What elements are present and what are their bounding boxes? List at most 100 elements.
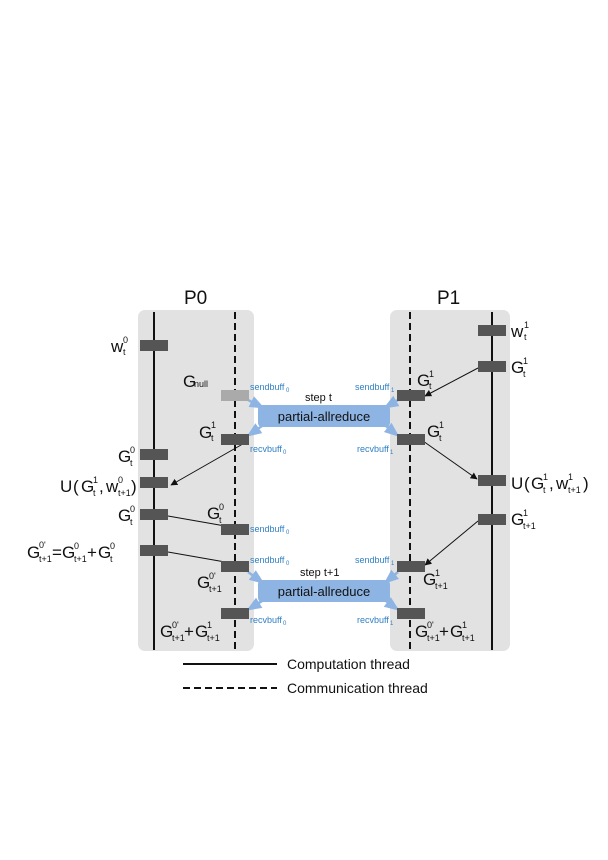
p0-block-gt0	[140, 449, 168, 460]
svg-text:1: 1	[523, 356, 528, 366]
svg-text:1: 1	[207, 620, 212, 630]
svg-text:t: t	[429, 381, 432, 391]
send-arrow-p1-t	[383, 395, 400, 409]
buffer-label-p0-send-gt0: sendbuff 0	[250, 524, 290, 536]
svg-text:t: t	[130, 517, 133, 527]
p0-comm-block-recv-t1	[221, 608, 249, 619]
svg-text:sendbuff: sendbuff	[250, 555, 285, 565]
svg-text:t+1: t+1	[74, 554, 87, 564]
legend-computation-label: Computation thread	[287, 656, 410, 672]
svg-text:U: U	[60, 477, 72, 496]
svg-text:1: 1	[439, 420, 444, 430]
svg-text:G: G	[511, 510, 524, 529]
svg-text:w: w	[105, 477, 119, 496]
svg-text:1: 1	[435, 568, 440, 578]
svg-text:recvbuff: recvbuff	[250, 615, 282, 625]
svg-text:sendbuff: sendbuff	[250, 524, 285, 534]
label-p0-recv-gt1: G 1 t	[199, 420, 216, 443]
svg-text:G: G	[118, 447, 131, 466]
svg-text:0: 0	[219, 502, 224, 512]
p0-comm-block-null	[221, 390, 249, 401]
p1-comm-block-recv-t	[397, 434, 425, 445]
send-arrow-p1-t1	[383, 569, 400, 584]
p0-comm-block-recv-t	[221, 434, 249, 445]
svg-text:G: G	[160, 622, 173, 641]
p0-block-w	[140, 340, 168, 351]
recv-arrow-p1-t1	[383, 597, 400, 611]
svg-text:G: G	[423, 570, 436, 589]
allreduce-box-step-t1	[258, 580, 390, 602]
label-p1-update: U ( G 1 t , w 1 t+1 )	[511, 472, 589, 495]
svg-text:G: G	[531, 474, 544, 493]
svg-text:G: G	[118, 506, 131, 525]
send-arrow-p0-t1	[247, 570, 265, 584]
svg-text:0: 0	[74, 541, 79, 551]
svg-text:G: G	[183, 372, 196, 391]
arrow-p0-g1-to-update	[170, 440, 249, 486]
p1-block-gt11	[478, 514, 506, 525]
arrow-p1-gt1-to-comm	[424, 367, 479, 397]
svg-text:+: +	[87, 543, 97, 562]
svg-text:G: G	[98, 543, 111, 562]
svg-text:sendbuff: sendbuff	[355, 382, 390, 392]
svg-text:0': 0'	[427, 620, 434, 630]
p1-block-gt1	[478, 361, 506, 372]
svg-text:sendbuff: sendbuff	[355, 555, 390, 565]
svg-text:1: 1	[391, 388, 395, 394]
svg-text:w: w	[110, 337, 124, 356]
label-p0-comm-gt0: G 0 t	[207, 502, 224, 525]
svg-text:t+1: t+1	[172, 633, 185, 643]
svg-text:null: null	[194, 379, 208, 389]
arrow-p1-recv-to-update	[422, 440, 478, 480]
svg-text:t: t	[123, 347, 126, 357]
svg-text:t: t	[211, 433, 214, 443]
svg-text:(: (	[73, 477, 79, 496]
svg-text:t: t	[439, 433, 442, 443]
label-p0-gt0: G 0 t	[118, 445, 135, 468]
svg-text:U: U	[511, 474, 523, 493]
svg-text:0: 0	[283, 621, 287, 627]
svg-text:t+1: t+1	[568, 485, 581, 495]
svg-text:0': 0'	[39, 540, 46, 550]
buffer-label-p0-send-t: sendbuff 0	[250, 382, 290, 394]
svg-text:0: 0	[283, 450, 287, 456]
svg-text:G: G	[450, 622, 463, 641]
label-p1-send-gt1: G 1 t	[417, 369, 434, 391]
allreduce-box-step-t	[258, 405, 390, 427]
svg-text:t+1: t+1	[207, 633, 220, 643]
svg-text:+: +	[184, 622, 194, 641]
svg-text:G: G	[417, 371, 430, 390]
svg-text:G: G	[199, 423, 212, 442]
label-p1-gt11: G 1 t+1	[511, 508, 536, 531]
svg-text:t: t	[93, 488, 96, 498]
p1-comm-block-recv-t1	[397, 608, 425, 619]
svg-text:t+1: t+1	[435, 581, 448, 591]
send-arrow-p0-t	[247, 396, 265, 409]
svg-text:t+1: t+1	[39, 554, 52, 564]
svg-text:,: ,	[549, 474, 554, 493]
svg-text:1: 1	[211, 420, 216, 430]
allreduce-label-step-t: partial-allreduce	[278, 409, 371, 424]
p0-block-gt1-0p	[140, 545, 168, 556]
svg-text:0: 0	[123, 335, 128, 345]
svg-text:1: 1	[391, 561, 395, 567]
step-t1-label: step t+1	[300, 567, 339, 579]
svg-text:w: w	[555, 474, 569, 493]
svg-text:1: 1	[429, 369, 434, 379]
svg-text:t+1: t+1	[209, 584, 222, 594]
buffer-label-p1-recv-t1: recvbuff 1	[357, 615, 394, 627]
label-p1-send-gt11: G 1 t+1	[423, 568, 448, 591]
svg-text:0': 0'	[209, 571, 216, 581]
svg-text:w: w	[510, 322, 524, 341]
label-p0-gt0-second: G 0 t	[118, 504, 135, 527]
svg-text:t: t	[523, 369, 526, 379]
p1-title: P1	[437, 288, 460, 309]
svg-text:t+1: t+1	[523, 521, 536, 531]
svg-text:1: 1	[390, 450, 394, 456]
svg-text:0: 0	[118, 475, 123, 485]
svg-text:1: 1	[523, 508, 528, 518]
svg-text:G: G	[427, 422, 440, 441]
svg-text:t: t	[219, 515, 222, 525]
recv-arrow-p1-t	[383, 422, 400, 437]
